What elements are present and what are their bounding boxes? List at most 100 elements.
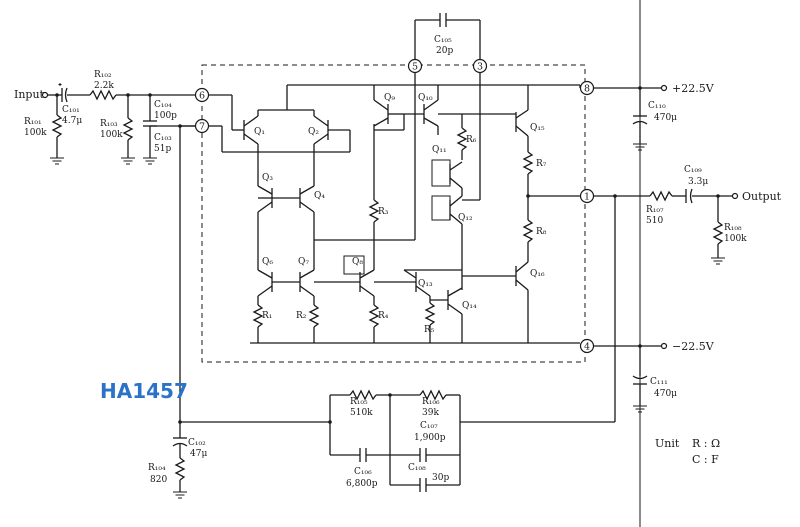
resistor-r102 xyxy=(89,89,117,101)
r1-label: R₁ xyxy=(262,311,272,321)
transistor-q15 xyxy=(515,109,529,137)
resistor-r4 xyxy=(368,304,380,328)
c102-value: 47μ xyxy=(190,449,207,459)
input-terminal xyxy=(41,91,49,99)
q14-label: Q₁₄ xyxy=(462,301,477,311)
vcc-label: +22.5V xyxy=(672,82,715,95)
transistor-q7 xyxy=(299,269,315,297)
pin-8-label: 8 xyxy=(584,84,590,95)
transistor-q4 xyxy=(299,185,315,213)
vee-terminal xyxy=(660,342,668,350)
c107-name: C₁₀₇ xyxy=(420,421,438,431)
resistor-r108 xyxy=(712,221,724,245)
q6-label: Q₆ xyxy=(262,257,273,267)
c106-value: 6,800p xyxy=(346,479,378,489)
c110-value: 470μ xyxy=(654,113,677,123)
q10-label: Q₁₀ xyxy=(418,93,433,103)
resistor-r2 xyxy=(308,304,320,328)
c106-name: C₁₀₆ xyxy=(354,467,372,477)
pin-5-label: 5 xyxy=(412,62,418,73)
resistor-r1 xyxy=(252,304,264,328)
r3-label: R₃ xyxy=(378,207,389,217)
r102-value: 2.2k xyxy=(94,81,114,91)
c108-value: 30p xyxy=(432,473,449,483)
c103-name: C₁₀₃ xyxy=(154,133,172,143)
r8-label: R₈ xyxy=(536,227,547,237)
pin-4-label: 4 xyxy=(584,342,590,353)
q11-label: Q₁₁ xyxy=(432,145,447,155)
r101-name: R₁₀₁ xyxy=(24,117,42,127)
transistor-q16 xyxy=(515,261,529,291)
pin-7-label: 7 xyxy=(199,122,205,133)
c104-value: 100p xyxy=(154,111,177,121)
resistor-r6 xyxy=(456,127,468,151)
c104-name: C₁₀₄ xyxy=(154,100,172,110)
q9-label: Q₉ xyxy=(384,93,395,103)
q13-label: Q₁₃ xyxy=(418,279,433,289)
resistor-r3 xyxy=(368,199,380,223)
q8-label: Q₈ xyxy=(352,257,363,267)
c110-name: C₁₁₀ xyxy=(648,101,666,111)
pin-6-label: 6 xyxy=(199,91,205,102)
r106-name: R₁₀₆ xyxy=(422,397,440,407)
r107-value: 510 xyxy=(646,216,663,226)
pin-3-label: 3 xyxy=(477,62,483,73)
r108-value: 100k xyxy=(724,234,747,244)
c111-value: 470μ xyxy=(654,389,677,399)
c105-value: 20p xyxy=(436,46,453,56)
resistor-r105 xyxy=(349,389,377,401)
resistor-r106 xyxy=(419,389,447,401)
transistor-q9 xyxy=(373,99,389,127)
resistor-r101 xyxy=(51,114,63,138)
r105-value: 510k xyxy=(350,408,373,418)
r104-value: 820 xyxy=(150,475,167,485)
resistor-r7 xyxy=(522,151,534,175)
vee-label: −22.5V xyxy=(672,340,715,353)
c107-value: 1,900p xyxy=(414,433,446,443)
transistor-q10 xyxy=(423,99,439,127)
q7-label: Q₇ xyxy=(298,257,309,267)
c101-name: C₁₀₁ xyxy=(62,105,80,115)
capacitor-c101 xyxy=(58,83,68,103)
r103-value: 100k xyxy=(100,130,123,140)
c108-name: C₁₀₈ xyxy=(408,463,426,473)
unit-c: C : F xyxy=(692,453,719,466)
unit-title: Unit xyxy=(655,437,680,450)
q4-label: Q₄ xyxy=(314,191,325,201)
unit-r: R : Ω xyxy=(692,437,720,450)
q16-label: Q₁₆ xyxy=(530,269,545,279)
r4-label: R₄ xyxy=(378,311,389,321)
r106-value: 39k xyxy=(422,408,439,418)
r103-name: R₁₀₃ xyxy=(100,119,118,129)
c109-value: 3.3μ xyxy=(688,177,708,187)
resistor-r104 xyxy=(174,457,186,481)
r107-name: R₁₀₇ xyxy=(646,205,664,215)
r7-label: R₇ xyxy=(536,159,547,169)
input-label: Input xyxy=(14,88,45,101)
q12-label: Q₁₂ xyxy=(458,213,473,223)
vcc-terminal xyxy=(660,84,668,92)
c101-value: 4.7μ xyxy=(62,116,82,126)
r6-label: R₆ xyxy=(466,135,477,145)
resistor-r103 xyxy=(122,117,134,141)
r102-name: R₁₀₂ xyxy=(94,70,112,80)
transistor-q3 xyxy=(257,185,273,213)
r2-label: R₂ xyxy=(296,311,307,321)
pin-1-label: 1 xyxy=(584,192,590,203)
part-label: HA1457 xyxy=(100,379,188,403)
transistor-q14 xyxy=(447,287,463,315)
transistor-q6 xyxy=(257,269,273,297)
r104-name: R₁₀₄ xyxy=(148,463,166,473)
c111-name: C₁₁₁ xyxy=(650,377,668,387)
c109-name: C₁₀₉ xyxy=(684,165,702,175)
transistor-q1 xyxy=(243,115,259,145)
capacitor-c111 xyxy=(632,375,648,380)
r105-name: R₁₀₅ xyxy=(350,397,368,407)
c105-name: C₁₀₅ xyxy=(434,35,452,45)
q2-label: Q₂ xyxy=(308,127,319,137)
c103-value: 51p xyxy=(154,144,171,154)
resistor-r5 xyxy=(424,302,436,326)
r101-value: 100k xyxy=(24,128,47,138)
r108-name: R₁₀₈ xyxy=(724,223,742,233)
